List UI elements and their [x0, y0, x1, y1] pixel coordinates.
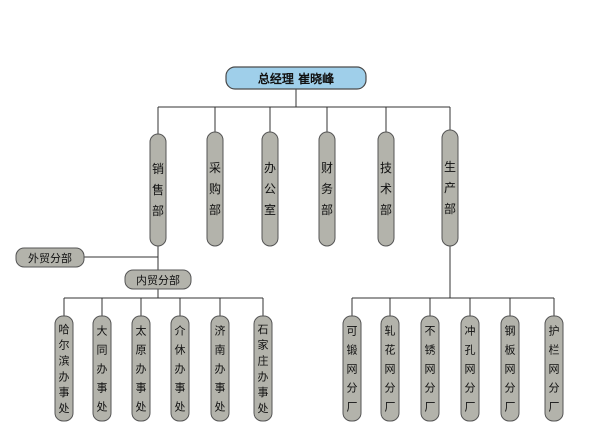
office-label: 太原办事处 — [136, 324, 147, 413]
plant-label: 不锈网分厂 — [425, 324, 436, 413]
office-node: 哈尔滨办事处 — [54, 315, 74, 422]
office-node: 济南办事处 — [210, 315, 230, 422]
plant-node: 冲孔网分厂 — [460, 315, 480, 422]
office-row: 哈尔滨办事处 大同办事处 太原办事处 介休办事处 济南办事处 石家庄办事处 — [54, 315, 273, 422]
root-node: 总经理 崔晓峰 — [225, 66, 367, 90]
department-row: 销售部 采购部 办公室 财务部 技术部 生产部 — [149, 129, 459, 247]
department-node: 生产部 — [441, 129, 459, 247]
department-label: 技术部 — [380, 161, 392, 217]
office-node: 太原办事处 — [131, 315, 151, 422]
office-label: 哈尔滨办事处 — [59, 323, 70, 415]
root-label: 总经理 崔晓峰 — [258, 71, 335, 86]
plant-node: 钢板网分厂 — [500, 315, 520, 422]
plant-row: 可锻网分厂 轧花网分厂 不锈网分厂 冲孔网分厂 钢板网分厂 护栏网分厂 — [342, 315, 564, 422]
plant-label: 钢板网分厂 — [505, 324, 516, 413]
plant-label: 可锻网分厂 — [347, 324, 358, 413]
department-label: 生产部 — [444, 160, 456, 216]
office-node: 介休办事处 — [170, 315, 190, 422]
plant-label: 冲孔网分厂 — [465, 323, 476, 413]
department-label: 财务部 — [321, 161, 333, 217]
department-node: 采购部 — [206, 131, 224, 247]
domestic-trade-branch: 内贸分部 — [124, 269, 192, 290]
plant-node: 可锻网分厂 — [342, 315, 362, 422]
office-label: 石家庄办事处 — [258, 323, 269, 415]
office-label: 介休办事处 — [175, 324, 186, 413]
department-node: 销售部 — [149, 133, 167, 247]
department-label: 办公室 — [264, 160, 276, 217]
office-label: 大同办事处 — [97, 323, 108, 413]
foreign-trade-branch: 外贸分部 — [15, 247, 85, 268]
office-label: 济南办事处 — [215, 323, 226, 413]
plant-node: 轧花网分厂 — [380, 315, 400, 422]
department-label: 采购部 — [209, 161, 221, 217]
connector-lines — [63, 89, 555, 316]
office-node: 大同办事处 — [92, 315, 112, 422]
foreign-trade-label: 外贸分部 — [28, 251, 72, 265]
plant-node: 不锈网分厂 — [420, 315, 440, 422]
plant-node: 护栏网分厂 — [544, 315, 564, 422]
department-node: 财务部 — [318, 131, 336, 247]
department-label: 销售部 — [152, 162, 164, 218]
domestic-trade-label: 内贸分部 — [136, 273, 180, 287]
office-node: 石家庄办事处 — [253, 315, 273, 422]
department-node: 技术部 — [377, 131, 395, 247]
plant-label: 护栏网分厂 — [549, 323, 560, 413]
plant-label: 轧花网分厂 — [385, 323, 396, 413]
department-node: 办公室 — [261, 131, 279, 247]
